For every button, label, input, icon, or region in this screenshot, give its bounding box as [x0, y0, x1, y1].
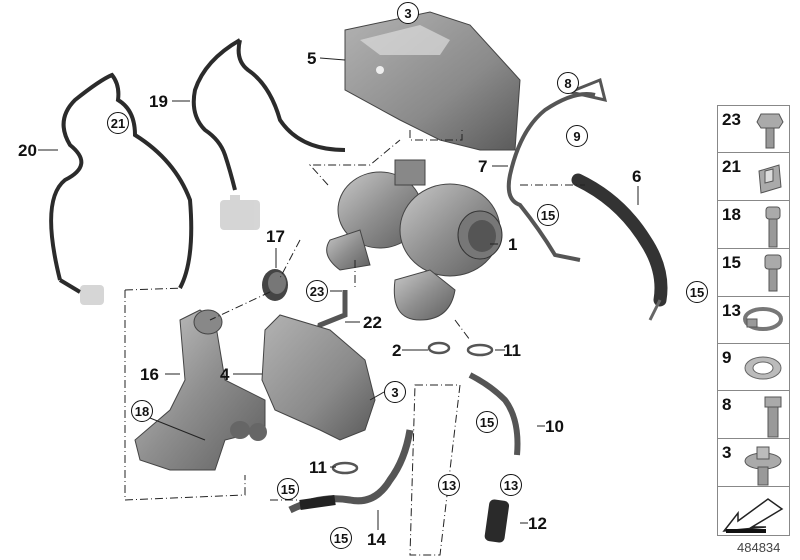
- legend-item-9[interactable]: 9: [717, 343, 790, 390]
- callout-part-21[interactable]: 21: [107, 112, 129, 134]
- callout-part-7[interactable]: 7: [478, 157, 488, 176]
- sealing-washer-icon: [741, 348, 785, 389]
- long-socket-cap-screw-icon: [761, 205, 785, 254]
- dashdot-lines: [124, 130, 585, 556]
- heat-shield-4: [261, 314, 376, 441]
- legend-item-number: 13: [722, 301, 741, 320]
- oil-pipe-10: [468, 372, 521, 456]
- legend-item-8[interactable]: 8: [717, 390, 790, 438]
- callout-leader-lines: [38, 57, 639, 530]
- gasket-11-upper: [466, 343, 494, 357]
- legend-item-arrow[interactable]: [717, 486, 790, 536]
- hose-12: [484, 499, 510, 543]
- hose-clamp-icon: [741, 301, 785, 342]
- legend-item-3[interactable]: 3: [717, 438, 790, 486]
- callout-part-6[interactable]: 6: [632, 167, 642, 186]
- callout-part-3[interactable]: 3: [384, 381, 406, 403]
- vacuum-solenoid-ghost: [220, 195, 260, 230]
- callout-part-16[interactable]: 16: [140, 365, 159, 384]
- legend-item-number: 23: [722, 110, 741, 129]
- direction-arrow-icon: [722, 491, 786, 540]
- callout-part-20[interactable]: 20: [18, 141, 37, 160]
- callout-part-12[interactable]: 12: [528, 514, 547, 533]
- callout-part-14[interactable]: 14: [367, 530, 386, 549]
- legend-item-15[interactable]: 15: [717, 248, 790, 296]
- callout-part-15[interactable]: 15: [476, 411, 498, 433]
- vacuum-connector-ghost: [80, 285, 104, 305]
- callout-part-19[interactable]: 19: [149, 92, 168, 111]
- spring-nut-clip-icon: [753, 157, 785, 202]
- legend-item-13[interactable]: 13: [717, 296, 790, 343]
- callout-part-13[interactable]: 13: [438, 474, 460, 496]
- callout-part-8[interactable]: 8: [557, 72, 579, 94]
- short-socket-cap-screw-icon: [761, 253, 785, 302]
- legend-item-23[interactable]: 23: [717, 105, 790, 152]
- vacuum-hose-20: [49, 72, 194, 289]
- callout-part-11[interactable]: 11: [309, 458, 327, 477]
- callout-part-13[interactable]: 13: [500, 474, 522, 496]
- coupling-ring-17: [262, 269, 288, 301]
- legend-item-number: 15: [722, 253, 741, 272]
- oil-return-hose-6: [571, 173, 668, 307]
- callout-part-15[interactable]: 15: [537, 204, 559, 226]
- turbocharger: [326, 159, 503, 321]
- callout-part-9[interactable]: 9: [566, 125, 588, 147]
- diagram-number: 484834: [737, 540, 781, 555]
- callout-part-10[interactable]: 10: [545, 417, 564, 436]
- vacuum-hose-19: [191, 38, 346, 191]
- legend-item-number: 18: [722, 205, 741, 224]
- callout-part-11[interactable]: 11: [503, 341, 521, 360]
- legend-item-number: 3: [722, 443, 732, 462]
- hex-flange-bolt-icon: [755, 110, 785, 155]
- gasket-2: [427, 341, 451, 355]
- exhaust-manifold-16: [134, 309, 267, 471]
- callout-part-18[interactable]: 18: [131, 400, 153, 422]
- legend-item-number: 21: [722, 157, 741, 176]
- callout-part-15[interactable]: 15: [277, 478, 299, 500]
- callout-part-5[interactable]: 5: [307, 49, 317, 68]
- callout-part-1[interactable]: 1: [508, 235, 518, 254]
- legend-item-21[interactable]: 21: [717, 152, 790, 200]
- coolant-pipe-14: [288, 429, 414, 514]
- callout-part-15[interactable]: 15: [330, 527, 352, 549]
- callout-part-4[interactable]: 4: [220, 365, 230, 384]
- legend-item-number: 8: [722, 395, 732, 414]
- legend-item-18[interactable]: 18: [717, 200, 790, 248]
- fastener-legend: 23 21 18 15 13 9 8 3: [717, 105, 790, 536]
- collar-bolt-with-washer-icon: [741, 443, 785, 492]
- callout-part-22[interactable]: 22: [363, 313, 382, 332]
- banjo-bolt-icon: [761, 395, 785, 444]
- heat-shield-upper: [344, 11, 521, 151]
- callout-part-15[interactable]: 15: [686, 281, 708, 303]
- oil-feed-line-7: [506, 92, 596, 262]
- callout-part-2[interactable]: 2: [392, 341, 402, 360]
- callout-part-17[interactable]: 17: [266, 227, 285, 246]
- callout-part-23[interactable]: 23: [306, 280, 328, 302]
- callout-part-3[interactable]: 3: [397, 2, 419, 24]
- gasket-11-lower: [331, 461, 359, 475]
- legend-item-number: 9: [722, 348, 732, 367]
